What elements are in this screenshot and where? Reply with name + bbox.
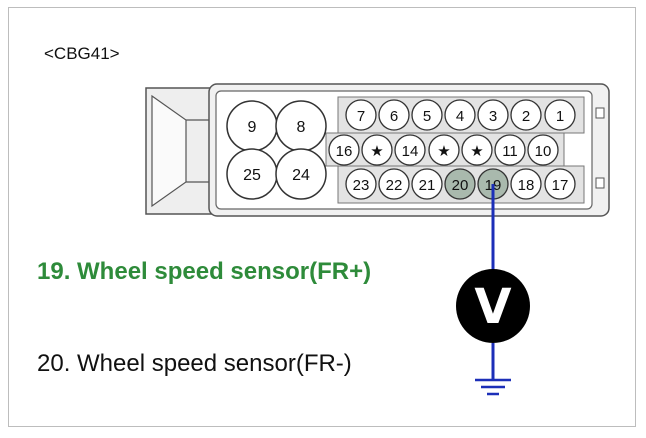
legend-pin-19: 19. Wheel speed sensor(FR+) bbox=[37, 258, 372, 285]
pin-16: 16 bbox=[328, 134, 360, 166]
pin-1: 1 bbox=[544, 99, 576, 131]
pin-22: 22 bbox=[378, 168, 410, 200]
pin-18: 18 bbox=[510, 168, 542, 200]
pin-blank-star: ★ bbox=[461, 134, 493, 166]
pin-blank-star: ★ bbox=[361, 134, 393, 166]
voltmeter-icon: V bbox=[456, 269, 530, 343]
large-pin-8: 8 bbox=[275, 100, 327, 152]
pin-17: 17 bbox=[544, 168, 576, 200]
svg-text:11: 11 bbox=[502, 143, 518, 160]
svg-text:★: ★ bbox=[470, 143, 483, 160]
connector-latch bbox=[145, 87, 213, 215]
svg-text:14: 14 bbox=[402, 143, 419, 160]
svg-text:18: 18 bbox=[518, 177, 535, 194]
svg-text:7: 7 bbox=[357, 108, 365, 125]
pin-23: 23 bbox=[345, 168, 377, 200]
svg-text:8: 8 bbox=[297, 119, 306, 136]
pin-2: 2 bbox=[510, 99, 542, 131]
svg-text:5: 5 bbox=[423, 108, 431, 125]
svg-text:25: 25 bbox=[243, 167, 261, 184]
svg-text:4: 4 bbox=[456, 108, 464, 125]
diagram-frame bbox=[8, 7, 636, 427]
pin-20-highlighted: 20 bbox=[444, 168, 476, 200]
svg-text:3: 3 bbox=[489, 108, 497, 125]
pin-6: 6 bbox=[378, 99, 410, 131]
svg-text:21: 21 bbox=[419, 177, 436, 194]
pin-7: 7 bbox=[345, 99, 377, 131]
pin-14: 14 bbox=[394, 134, 426, 166]
svg-text:10: 10 bbox=[535, 143, 552, 160]
svg-text:16: 16 bbox=[336, 143, 353, 160]
svg-text:★: ★ bbox=[437, 143, 450, 160]
svg-text:6: 6 bbox=[390, 108, 398, 125]
svg-text:23: 23 bbox=[353, 177, 370, 194]
svg-text:2: 2 bbox=[522, 108, 530, 125]
ground-icon bbox=[475, 378, 511, 396]
svg-text:20: 20 bbox=[452, 177, 469, 194]
large-pin-25: 25 bbox=[226, 148, 278, 200]
legend-pin-20: 20. Wheel speed sensor(FR-) bbox=[37, 350, 352, 377]
connector-label: <CBG41> bbox=[44, 44, 120, 63]
svg-text:17: 17 bbox=[552, 177, 569, 194]
pin-21: 21 bbox=[411, 168, 443, 200]
svg-text:22: 22 bbox=[386, 177, 403, 194]
pin-11: 11 bbox=[494, 134, 526, 166]
svg-text:9: 9 bbox=[248, 119, 257, 136]
large-pin-9: 9 bbox=[226, 100, 278, 152]
svg-text:V: V bbox=[474, 279, 511, 335]
svg-text:1: 1 bbox=[556, 108, 564, 125]
large-pin-24: 24 bbox=[275, 148, 327, 200]
pin-blank-star: ★ bbox=[428, 134, 460, 166]
pin-4: 4 bbox=[444, 99, 476, 131]
pin-10: 10 bbox=[527, 134, 559, 166]
svg-text:24: 24 bbox=[292, 167, 310, 184]
pin-5: 5 bbox=[411, 99, 443, 131]
svg-text:★: ★ bbox=[370, 143, 383, 160]
pin-3: 3 bbox=[477, 99, 509, 131]
